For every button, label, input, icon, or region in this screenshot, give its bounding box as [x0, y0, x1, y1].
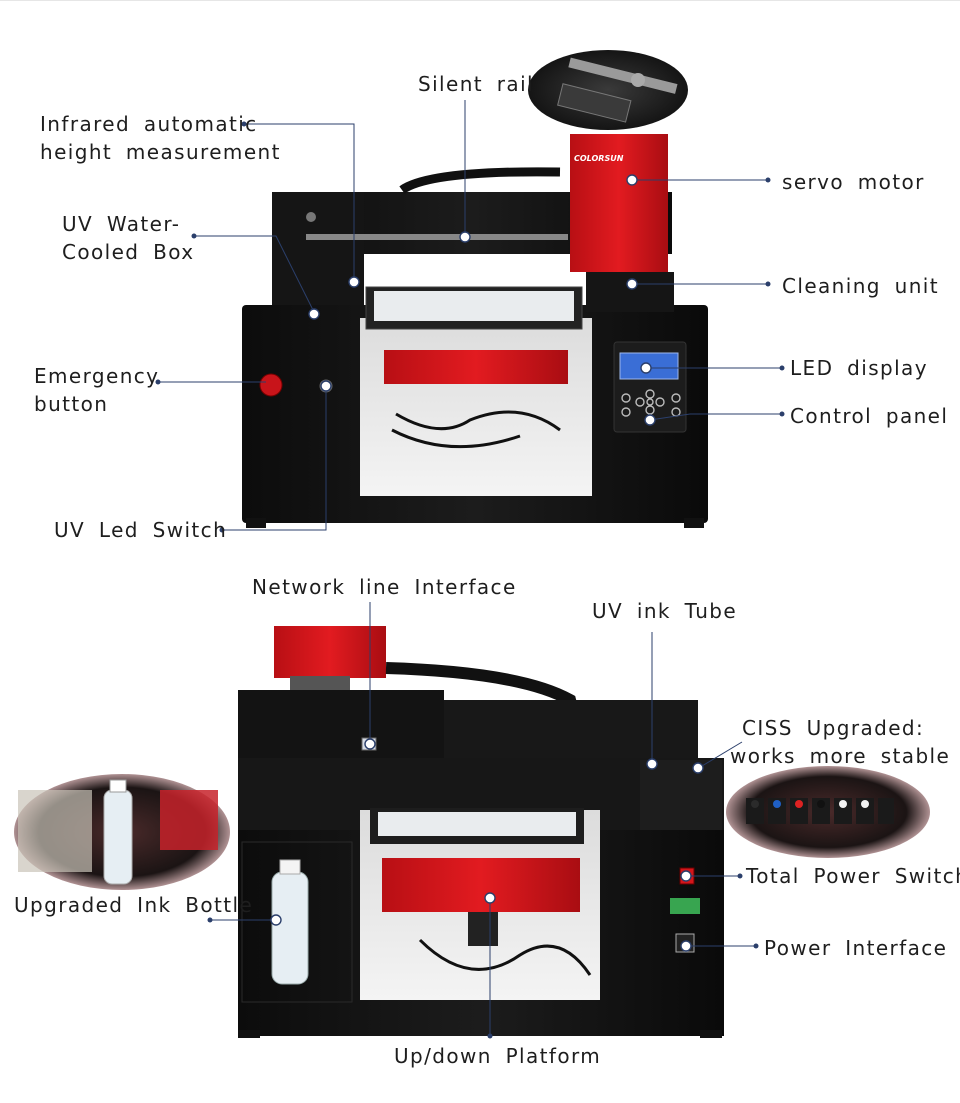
ink-bottle-shape: [271, 871, 309, 985]
cleaning-unit-box: [586, 272, 674, 312]
label-dots: [155, 121, 785, 1039]
label-uv-led-switch: UV Led Switch: [54, 518, 228, 542]
silent-rail-bar: [306, 234, 568, 240]
power-label-sticker: [670, 898, 700, 914]
rear-housing-left: [238, 690, 444, 760]
label-water-cooled-line2: Cooled Box: [62, 240, 195, 264]
silent-rail-inset: [528, 50, 688, 130]
ciss-tank-housing: [640, 760, 722, 830]
label-servo-motor: servo motor: [782, 170, 925, 194]
cable-chain: [399, 167, 561, 194]
red-platform: [384, 350, 568, 384]
updown-platform-plate: [382, 858, 580, 912]
label-emergency-line1: Emergency: [34, 364, 160, 388]
callout-lines-bottom: [210, 602, 756, 1036]
print-bed-glass: [374, 291, 574, 321]
ciss-ink-cartridges: [746, 798, 894, 824]
bottom-printer: [238, 626, 724, 1038]
label-cleaning-unit: Cleaning unit: [782, 274, 939, 298]
rear-carriage: [274, 626, 386, 678]
label-updown-platform: Up/down Platform: [394, 1044, 602, 1068]
top-divider: [0, 0, 960, 1]
callout-endpoints: [270, 174, 704, 952]
top-printer: COLORSUN: [242, 134, 708, 528]
emergency-button-knob: [259, 373, 283, 397]
label-silent-rail: Silent rail: [418, 72, 534, 96]
label-network-line: Network line Interface: [252, 575, 517, 599]
callout-lines-top: [158, 100, 782, 531]
label-water-cooled-line1: UV Water-: [62, 212, 181, 236]
label-ink-bottle: Upgraded Ink Bottle: [14, 893, 254, 917]
print-chamber: [360, 318, 592, 496]
label-infrared-line2: height measurement: [40, 140, 281, 164]
label-ciss-line1: CISS Upgraded:: [742, 716, 925, 740]
label-infrared-line1: Infrared automatic: [40, 112, 258, 136]
label-control-panel: Control panel: [790, 404, 949, 428]
brand-logo: COLORSUN: [574, 154, 624, 163]
rear-cable-chain: [385, 662, 581, 722]
label-ciss-line2: works more stable: [730, 744, 951, 768]
label-total-power-switch: Total Power Switch: [746, 864, 960, 888]
label-led-display: LED display: [790, 356, 928, 380]
label-uv-ink-tube: UV ink Tube: [592, 599, 738, 623]
label-power-interface: Power Interface: [764, 936, 948, 960]
label-emergency-line2: button: [34, 392, 109, 416]
gantry-left-tower: [272, 192, 364, 312]
print-head-carriage: [570, 134, 668, 272]
